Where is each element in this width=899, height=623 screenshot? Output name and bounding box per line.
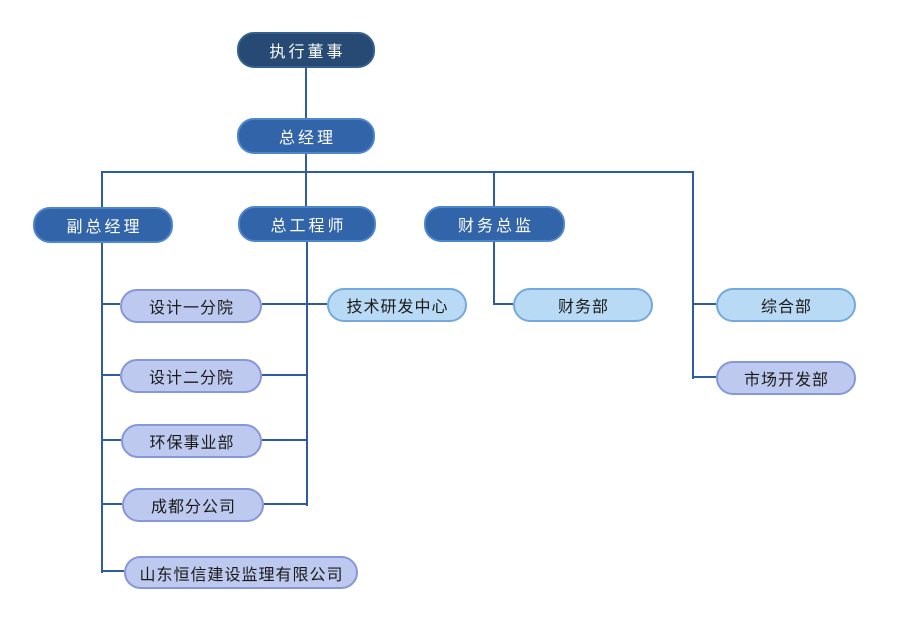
connector-line <box>101 243 103 573</box>
connector-line <box>307 303 327 305</box>
connector-line <box>102 374 120 376</box>
org-node-shandong-hengxin[interactable]: 山东恒信建设监理有限公司 <box>124 556 358 589</box>
connector-line <box>692 173 694 379</box>
org-node-general-dept[interactable]: 综合部 <box>716 288 856 322</box>
org-node-market-dev-dept[interactable]: 市场开发部 <box>716 361 856 395</box>
connector-line <box>493 242 495 305</box>
connector-line <box>264 503 308 505</box>
connector-line <box>693 303 716 305</box>
connector-line <box>101 171 694 173</box>
org-node-chengdu-branch[interactable]: 成都分公司 <box>122 488 264 522</box>
org-node-finance-director[interactable]: 财务总监 <box>424 206 565 242</box>
connector-line <box>102 570 124 572</box>
connector-line <box>305 154 307 206</box>
connector-line <box>101 173 103 207</box>
connector-line <box>262 303 308 305</box>
connector-line <box>305 68 307 118</box>
connector-line <box>493 173 495 206</box>
org-node-design-branch-2[interactable]: 设计二分院 <box>120 359 262 393</box>
org-node-deputy-general-manager[interactable]: 副总经理 <box>33 207 173 243</box>
connector-line <box>102 503 122 505</box>
org-node-executive-director[interactable]: 执行董事 <box>237 32 375 68</box>
connector-line <box>102 303 120 305</box>
org-node-finance-dept[interactable]: 财务部 <box>513 288 653 322</box>
connector-line <box>262 439 308 441</box>
connector-line <box>262 374 308 376</box>
org-node-general-manager[interactable]: 总经理 <box>237 118 375 154</box>
connector-line <box>693 376 716 378</box>
connector-line <box>102 439 121 441</box>
org-node-tech-rd-center[interactable]: 技术研发中心 <box>327 288 467 322</box>
org-node-chief-engineer[interactable]: 总工程师 <box>238 206 376 242</box>
org-node-design-branch-1[interactable]: 设计一分院 <box>120 289 262 323</box>
connector-line <box>494 303 513 305</box>
org-node-env-business-dept[interactable]: 环保事业部 <box>121 424 262 458</box>
